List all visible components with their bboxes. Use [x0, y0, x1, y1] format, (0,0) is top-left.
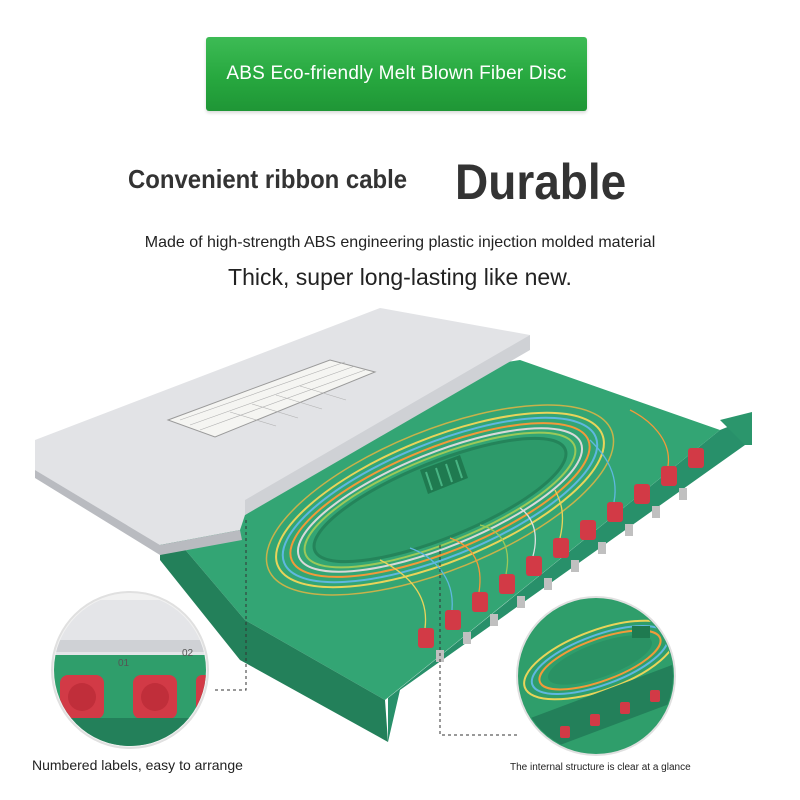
tray-lid — [35, 308, 530, 555]
feature-headline-ribbon: Convenient ribbon cable — [128, 164, 408, 194]
internal-structure-caption: The internal structure is clear at a gla… — [510, 762, 691, 773]
adapter-row — [418, 448, 704, 662]
durability-description: Thick, super long-lasting like new. — [228, 264, 572, 290]
splice-holder — [420, 455, 468, 494]
material-description: Made of high-strength ABS engineering pl… — [144, 234, 656, 251]
port-label-01: 01 — [118, 658, 130, 669]
internal-structure-closeup — [439, 545, 676, 756]
feature-headline-durable: Durable — [455, 154, 627, 210]
product-title-banner: ABS Eco-friendly Melt Blown Fiber Disc — [206, 37, 587, 111]
label-card — [166, 359, 377, 438]
fiber-coils — [265, 404, 615, 596]
numbered-labels-caption: Numbered labels, easy to arrange — [32, 757, 243, 773]
callout-line-left — [212, 520, 247, 691]
port-label-02: 02 — [182, 648, 194, 659]
pigtail-fibers — [379, 409, 670, 629]
banner-text: ABS Eco-friendly Melt Blown Fiber Disc — [226, 63, 567, 84]
